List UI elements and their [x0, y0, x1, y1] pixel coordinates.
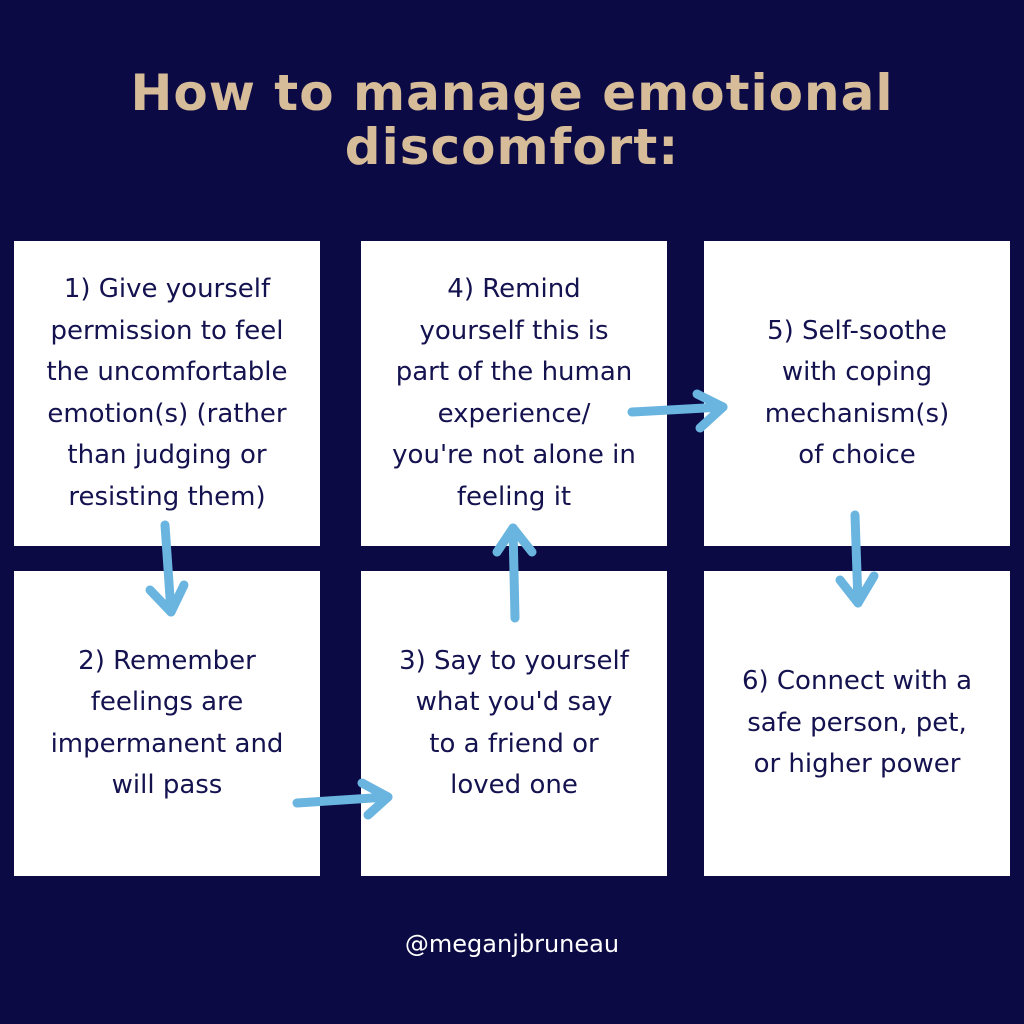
page-title: How to manage emotional discomfort:: [0, 66, 1024, 174]
step-text: resisting them): [68, 481, 266, 512]
step-text: impermanent and: [50, 728, 284, 759]
step-text: 3) Say to yourself: [399, 645, 629, 676]
step-text: 1) Give yourself: [63, 274, 271, 304]
step-text: feelings are: [90, 687, 244, 717]
title-line-1: How to manage emotional: [130, 64, 894, 122]
step-text: feeling it: [456, 481, 572, 512]
arrow-down-icon: [835, 510, 879, 608]
step-text: loved one: [450, 770, 578, 800]
step-text: you're not alone in: [392, 440, 636, 470]
step-text: emotion(s) (rather: [47, 398, 287, 429]
step-text: part of the human: [395, 357, 633, 387]
step-text: yourself this is: [419, 315, 609, 346]
title-line-2: discomfort:: [344, 118, 680, 176]
step-text: safe person, pet,: [747, 707, 967, 738]
step-text: the uncomfortable: [46, 357, 288, 387]
step-1-card: 1) Give yourself permission to feel the …: [14, 241, 320, 546]
step-text: with coping: [781, 357, 933, 387]
step-6-card: 6) Connect with a safe person, pet, or h…: [704, 571, 1010, 876]
step-text: 6) Connect with a: [741, 666, 973, 697]
step-text: or higher power: [753, 749, 961, 780]
step-text: 2) Remember: [78, 645, 256, 676]
arrow-down-icon: [145, 520, 189, 617]
step-text: of choice: [798, 440, 916, 470]
step-text: permission to feel: [50, 315, 284, 346]
arrow-up-icon: [492, 523, 537, 623]
step-text: what you'd say: [415, 687, 613, 717]
step-text: will pass: [111, 770, 223, 800]
step-2-card: 2) Remember feelings are impermanent and…: [14, 571, 320, 876]
step-5-card: 5) Self-soothe with coping mechanism(s) …: [704, 241, 1010, 546]
step-text: 4) Remind: [447, 274, 581, 304]
step-text: to a friend or: [429, 728, 599, 759]
arrow-right-icon: [627, 389, 728, 433]
arrow-right-icon: [292, 778, 393, 820]
step-4-card: 4) Remind yourself this is part of the h…: [361, 241, 667, 546]
step-text: experience/: [437, 398, 591, 429]
step-text: mechanism(s): [764, 398, 950, 429]
step-text: 5) Self-soothe: [767, 315, 947, 346]
step-text: than judging or: [67, 440, 267, 470]
author-handle: @meganjbruneau: [404, 930, 620, 958]
